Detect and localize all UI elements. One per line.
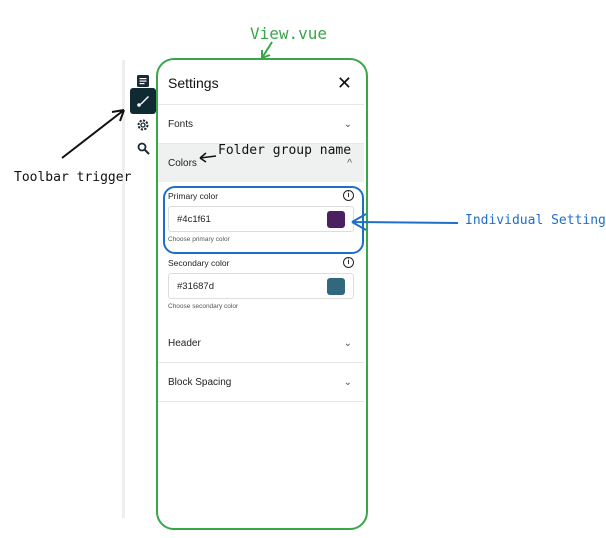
color-swatch[interactable] <box>327 210 345 228</box>
color-value: #31687d <box>177 280 214 292</box>
group-label: Header <box>168 337 201 349</box>
panel-title: Settings <box>168 75 219 91</box>
group-label: Colors <box>168 157 197 169</box>
view-outline <box>156 58 368 530</box>
chevron-down-icon: ⌄ <box>343 337 352 349</box>
annotation-folder: Folder group name <box>218 143 352 158</box>
group-label: Fonts <box>168 118 194 130</box>
help-text: Choose primary color <box>168 236 230 243</box>
color-value: #4c1f61 <box>177 213 211 225</box>
chevron-down-icon: ⌄ <box>343 118 352 130</box>
close-icon[interactable]: ✕ <box>336 72 352 93</box>
chevron-down-icon: ⌄ <box>343 376 352 388</box>
setting-secondary-color: Secondary color i #31687d Choose secondar… <box>158 247 364 314</box>
group-block-spacing[interactable]: Block Spacing ⌄ <box>158 363 364 402</box>
chevron-up-icon: ^ <box>347 157 352 169</box>
primary-color-input[interactable]: #4c1f61 <box>168 206 354 232</box>
gear-icon[interactable] <box>130 112 156 138</box>
annotation-setting: Individual Setting <box>465 213 606 228</box>
document-icon[interactable] <box>130 68 156 94</box>
setting-label: Secondary color <box>168 257 230 268</box>
secondary-color-input[interactable]: #31687d <box>168 273 354 299</box>
setting-outline <box>163 186 364 254</box>
annotation-view: View.vue <box>250 24 328 43</box>
color-swatch[interactable] <box>327 277 345 295</box>
help-text: Choose secondary color <box>168 303 239 310</box>
group-label: Block Spacing <box>168 376 232 388</box>
toolbar <box>122 60 159 518</box>
search-icon[interactable] <box>130 135 156 161</box>
brush-icon[interactable] <box>130 88 156 114</box>
group-fonts[interactable]: Fonts ⌄ <box>158 105 364 144</box>
info-icon[interactable]: i <box>343 257 354 268</box>
group-colors[interactable]: Colors ^ <box>158 144 364 182</box>
setting-label: Primary color <box>168 190 219 201</box>
panel-header: Settings ✕ <box>158 62 364 105</box>
annotation-toolbar: Toolbar trigger <box>14 170 132 185</box>
group-header[interactable]: Header ⌄ <box>158 324 364 363</box>
